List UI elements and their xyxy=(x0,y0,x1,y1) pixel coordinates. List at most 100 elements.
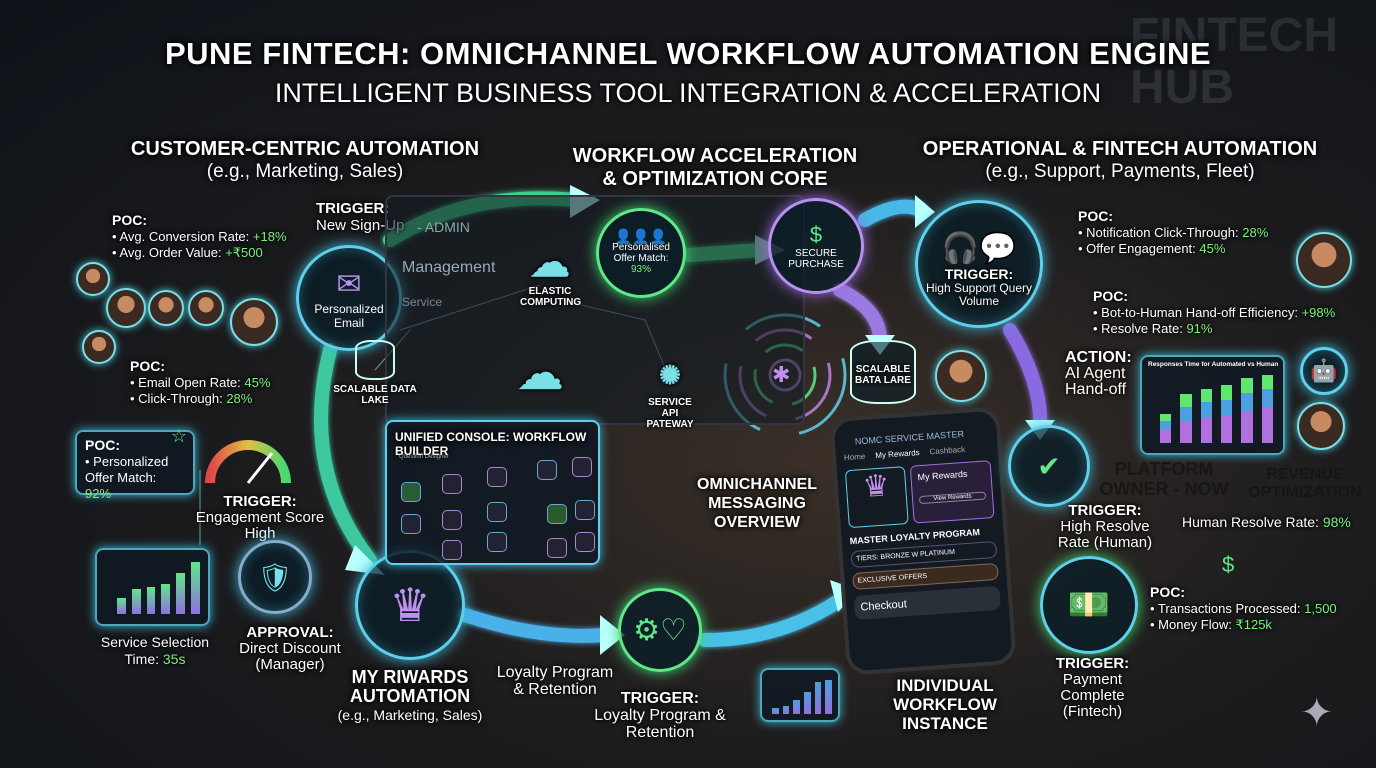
console-sub: Question Designer xyxy=(399,454,449,460)
bar-segment xyxy=(1180,394,1192,408)
left-heading-sub: (e.g., Marketing, Sales) xyxy=(206,161,404,182)
avatar xyxy=(1296,232,1352,288)
workflow-node[interactable] xyxy=(575,500,595,520)
secure-purchase-node[interactable]: $SECURE PURCHASE xyxy=(768,198,864,294)
workflow-node[interactable] xyxy=(487,467,507,487)
offers-row[interactable]: EXCLUSIVE OFFERS xyxy=(852,562,999,590)
workflow-node[interactable] xyxy=(487,502,507,522)
avatar xyxy=(1297,402,1345,450)
workflow-node[interactable] xyxy=(547,504,567,524)
loyalty-trigger-node[interactable]: ⚙♡ xyxy=(618,588,702,672)
api-gateway-node[interactable]: ✺SERVICE API PATEWAY xyxy=(630,360,710,430)
approval-node[interactable]: 🛡 xyxy=(238,540,312,614)
bar-segment xyxy=(1241,378,1253,393)
trigger-engagement: TRIGGER:Engagement Score High xyxy=(180,494,340,542)
rewards-line1: MY RIWARDS xyxy=(351,667,469,687)
avatar xyxy=(148,290,184,326)
approval-title: APPROVAL: xyxy=(246,624,334,641)
approval-text: Direct Discount (Manager) xyxy=(239,640,341,673)
elastic-computing-node[interactable]: ☁ELASTIC COMPUTING xyxy=(505,240,595,308)
rewards-card-button[interactable]: View Rewards xyxy=(918,491,987,505)
poc-key: • Resolve Rate: xyxy=(1093,321,1187,336)
right-heading: OPERATIONAL & FINTECH AUTOMATION(e.g., S… xyxy=(900,138,1340,183)
rewards-card-title: My Rewards xyxy=(917,468,968,483)
trigger-payment: TRIGGER:Payment Complete (Fintech) xyxy=(1020,656,1165,720)
action-text: AI Agent Hand-off xyxy=(1065,365,1127,398)
scalable-data-lake-2[interactable]: SCALABLE BATA LARE xyxy=(850,340,916,404)
bar-segment xyxy=(1261,389,1273,407)
service-selection-chart xyxy=(95,548,210,626)
bar-segment xyxy=(1261,407,1273,443)
screen-service: Service xyxy=(402,295,443,309)
bar-segment xyxy=(1160,421,1172,429)
chart-title: Responses Time for Automated vs Human xyxy=(1148,361,1279,368)
poc-key: • Click-Through: xyxy=(130,391,227,406)
poc-notifications: POC: • Notification Click-Through: 28% •… xyxy=(1078,208,1268,257)
metric-label: Service Selection Time: xyxy=(100,634,210,667)
poc-value: 91% xyxy=(1186,321,1213,336)
cloud-gear-icon: ☁ xyxy=(516,347,564,400)
human-resolve-node[interactable]: ✔ xyxy=(1008,425,1090,507)
my-rewards-node[interactable]: ♛ xyxy=(355,550,465,660)
chart-bar xyxy=(782,706,790,714)
support-query-node[interactable]: 🎧💬 TRIGGER:High Support Query Volume xyxy=(915,200,1043,328)
robot-avatar: 🤖 xyxy=(1300,347,1348,395)
right-heading-title: OPERATIONAL & FINTECH AUTOMATION xyxy=(922,138,1318,160)
personalized-email-node[interactable]: ✉ Personalized Email xyxy=(296,245,402,351)
brain-icon: ✱ xyxy=(772,362,791,387)
avatar xyxy=(230,298,278,346)
app-tab[interactable]: Cashback xyxy=(929,444,966,457)
app-tab[interactable]: My Rewards xyxy=(874,448,920,461)
arrow-rewards-to-loyalty xyxy=(458,608,612,643)
trigger-label: TRIGGER: xyxy=(620,690,700,707)
workflow-node[interactable] xyxy=(572,457,592,477)
workflow-node[interactable] xyxy=(575,532,595,552)
workflow-builder-console[interactable]: UNIFIED CONSOLE: WORKFLOW BUILDER Questi… xyxy=(385,420,600,565)
stacked-bar xyxy=(1160,371,1172,443)
bar-segment xyxy=(1180,421,1192,443)
metric-value: 35s xyxy=(162,651,186,667)
bar-segment xyxy=(1160,428,1172,443)
shield-check-icon: 🛡 xyxy=(257,561,293,593)
bar-segment xyxy=(1200,401,1212,418)
data-lake-2-label: SCALABLE BATA LARE xyxy=(855,364,911,386)
workflow-node[interactable] xyxy=(487,532,507,552)
right-heading-sub: (e.g., Support, Payments, Fleet) xyxy=(985,161,1255,182)
poc-key: • Email Open Rate: xyxy=(130,375,245,390)
workflow-node[interactable] xyxy=(537,460,557,480)
workflow-node[interactable] xyxy=(442,540,462,560)
chart-bar xyxy=(825,680,833,714)
poc-value: 1,500 xyxy=(1304,601,1337,616)
poc-item: • Email Open Rate: 45% xyxy=(130,375,270,391)
workflow-node[interactable] xyxy=(442,510,462,530)
poc-conversion: POC: • Avg. Conversion Rate: +18% • Avg.… xyxy=(112,212,287,261)
workflow-node[interactable] xyxy=(442,474,462,494)
poc-key: • Avg. Order Value: xyxy=(112,245,226,260)
chart-bar xyxy=(804,692,811,714)
chart-bar xyxy=(161,583,171,614)
network-hub-icon: ✺ xyxy=(659,360,681,390)
workflow-node[interactable] xyxy=(547,538,567,558)
poc-value: +98% xyxy=(1301,305,1336,320)
app-tab[interactable]: Home xyxy=(843,451,866,463)
poc-key: • Transactions Processed: xyxy=(1150,601,1305,616)
chart-bar xyxy=(191,561,200,614)
poc-key: • Avg. Conversion Rate: xyxy=(112,229,253,244)
checkout-row[interactable]: Checkout xyxy=(853,585,1001,620)
trigger-loyalty: TRIGGER:Loyalty Program & Retention xyxy=(590,690,730,741)
service-selection-time: Service Selection Time: 35s xyxy=(90,634,220,668)
data-lake-node[interactable]: SCALABLE DATA LAKE xyxy=(330,340,420,406)
avatar xyxy=(76,262,110,296)
poc-value: +₹500 xyxy=(225,245,263,260)
trigger-label: TRIGGER: xyxy=(944,265,1014,282)
people-icon: 👤👤👤 xyxy=(614,228,668,244)
poc-key: • Personalized Offer Match: xyxy=(85,454,169,485)
payment-node[interactable]: 💵 xyxy=(1040,556,1138,654)
workflow-node[interactable] xyxy=(401,514,421,534)
crown-card[interactable]: ♛ xyxy=(844,466,909,529)
workflow-node[interactable] xyxy=(401,482,421,502)
center-heading-line2: & OPTIMIZATION CORE xyxy=(602,168,828,190)
